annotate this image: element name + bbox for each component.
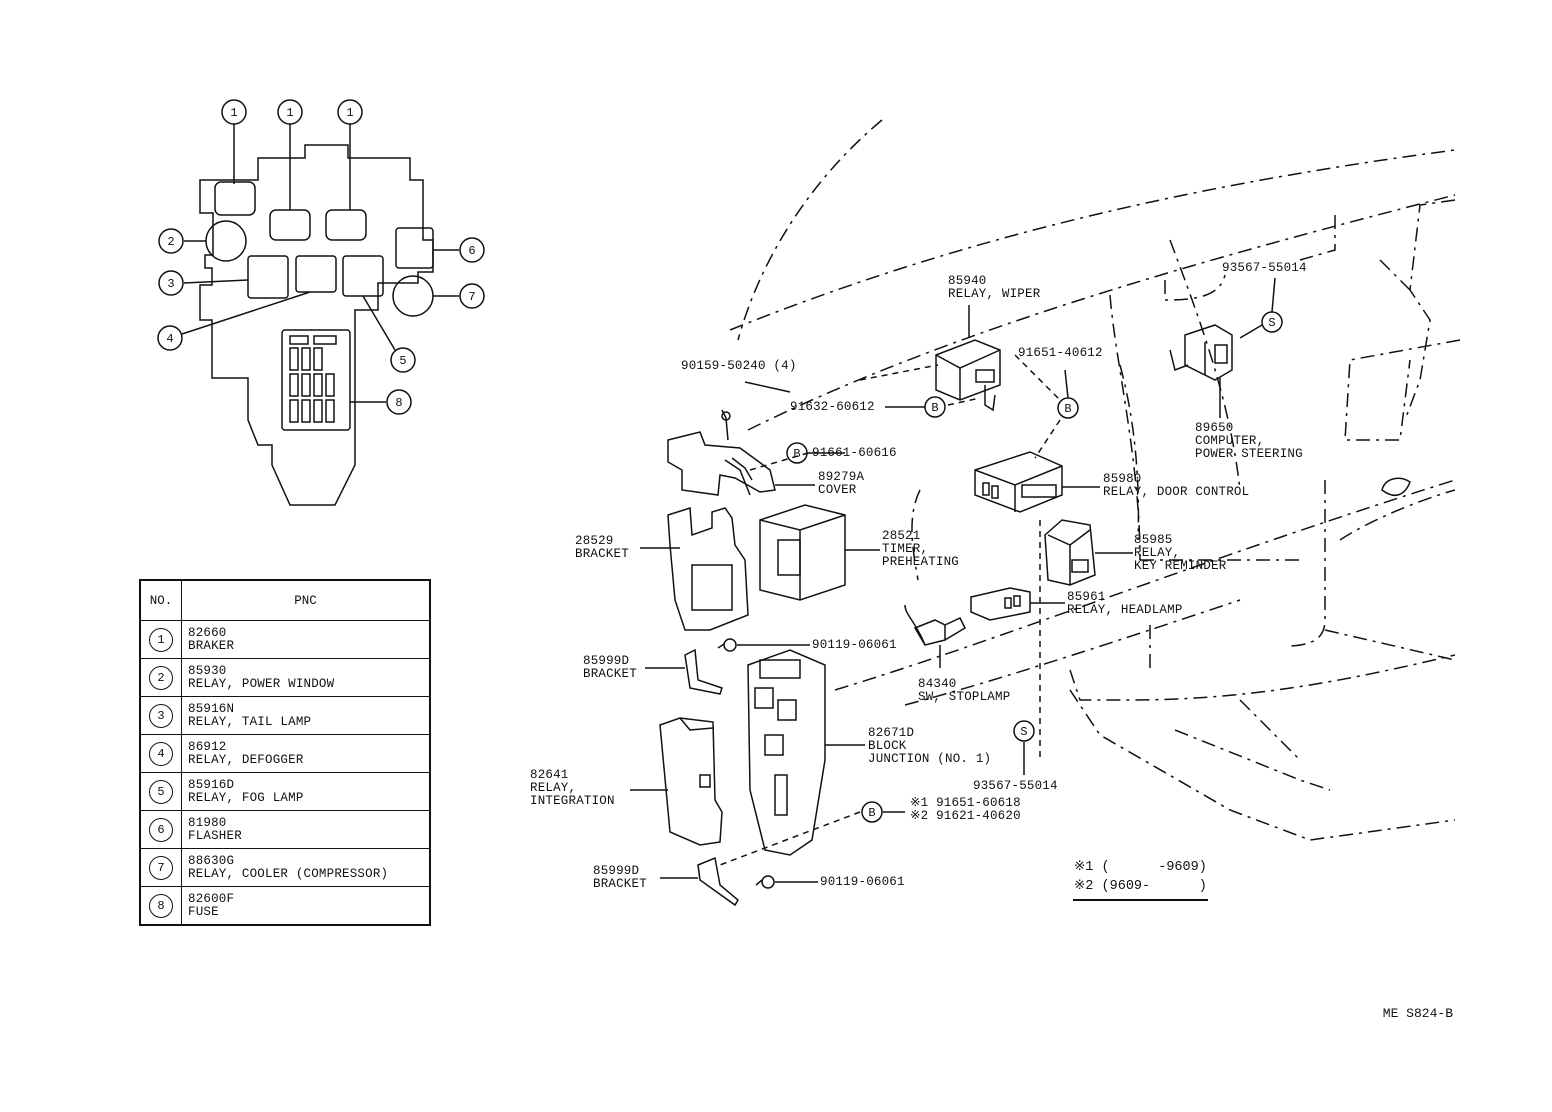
vehicle-outline [729, 119, 1461, 841]
label-84340: 84340 SW, STOPLAMP [918, 677, 1011, 704]
table-row: 7 88630G RELAY, COOLER (COMPRESSOR) [139, 848, 431, 887]
label-85961: 85961 RELAY, HEADLAMP [1067, 590, 1183, 617]
table-row: 8 82600F FUSE [139, 886, 431, 926]
row-pnc: 85916D RELAY, FOG LAMP [181, 772, 431, 811]
row-pnc: 82660 BRAKER [181, 620, 431, 659]
label-82671d: 82671D BLOCK JUNCTION (NO. 1) [868, 726, 992, 766]
label-28529: 28529 BRACKET [575, 534, 629, 561]
grommet-shape [1381, 477, 1411, 497]
callout-5: 5 [399, 354, 406, 368]
label-28521: 28521 TIMER, PREHEATING [882, 529, 960, 569]
marker-b-1: B [931, 401, 938, 415]
callout-3: 3 [167, 277, 174, 291]
label-90119-lower: 90119-06061 [820, 875, 905, 889]
leader-lines [744, 277, 1276, 813]
label-91651-40612: 91651-40612 [1018, 346, 1103, 360]
row-number: 8 [149, 893, 173, 918]
table-row: 4 86912 RELAY, DEFOGGER [139, 734, 431, 773]
bracket-85999-lower [660, 856, 739, 907]
row-number: 4 [149, 741, 173, 766]
label-91661: 91661-60616 [812, 446, 897, 460]
relay-block-overview [181, 124, 459, 506]
table-row: 2 85930 RELAY, POWER WINDOW [139, 658, 431, 697]
marker-circles [786, 311, 1283, 823]
label-93567-lower: 93567-55014 [973, 779, 1058, 793]
table-row: 1 82660 BRAKER [139, 620, 431, 659]
row-pnc: 88630G RELAY, COOLER (COMPRESSOR) [181, 848, 431, 887]
label-91651-60618: ※1 91651-60618 ※2 91621-40620 [910, 796, 1021, 823]
row-number: 1 [149, 627, 173, 652]
callout-8: 8 [395, 396, 402, 410]
callout-2: 2 [167, 235, 174, 249]
row-pnc: 85916N RELAY, TAIL LAMP [181, 696, 431, 735]
screw-90119-upper [717, 638, 810, 652]
marker-b-3: B [793, 447, 800, 461]
marker-b-4: B [868, 806, 875, 820]
relay-door-control-part [974, 451, 1100, 513]
relay-integration-part [630, 717, 723, 846]
pnc-table: NO. PNC 1 82660 BRAKER 2 85930 RELAY, POWE… [139, 579, 431, 926]
stoplamp-switch-part [904, 604, 966, 668]
row-number: 7 [149, 855, 173, 880]
callout-1b: 1 [286, 106, 293, 120]
label-85999-lower: 85999D BRACKET [593, 864, 647, 891]
relay-key-reminder-part [1044, 519, 1133, 586]
label-90119-upper: 90119-06061 [812, 638, 897, 652]
label-85940: 85940 RELAY, WIPER [948, 274, 1041, 301]
label-90159: 90159-50240 (4) [681, 359, 797, 373]
drawing-code: ME S824-B [1382, 1006, 1453, 1021]
row-pnc: 86912 RELAY, DEFOGGER [181, 734, 431, 773]
timer-preheating-part [759, 504, 880, 601]
label-89650: 89650 COMPUTER, POWER STEERING [1195, 421, 1303, 461]
screw-90119-lower [755, 875, 818, 889]
computer-power-steering-part [1169, 324, 1263, 418]
marker-s-1: S [1268, 316, 1275, 330]
label-93567-upper: 93567-55014 [1222, 261, 1307, 275]
cover-part [667, 409, 815, 496]
install-lines [719, 354, 1061, 866]
label-85999d: 85999D BRACKET [583, 654, 637, 681]
callout-6: 6 [468, 244, 475, 258]
table-row: 3 85916N RELAY, TAIL LAMP [139, 696, 431, 735]
label-85980: 85980 RELAY, DOOR CONTROL [1103, 472, 1250, 499]
table-row: 5 85916D RELAY, FOG LAMP [139, 772, 431, 811]
marker-s-2: S [1020, 725, 1027, 739]
date-legend: ※1 ( -9609) ※2 (9609- ) [1074, 860, 1207, 894]
label-85985: 85985 RELAY, KEY REMINDER [1134, 533, 1227, 573]
header-no: NO. [139, 579, 182, 621]
row-number: 6 [149, 817, 173, 842]
header-pnc: PNC [181, 579, 431, 621]
row-pnc: 82600F FUSE [181, 886, 431, 926]
row-number: 3 [149, 703, 173, 728]
bracket-85999d-part [645, 648, 723, 695]
label-91632: 91632-60612 [790, 400, 875, 414]
label-89279a: 89279A COVER [818, 470, 865, 497]
relay-headlamp-part [970, 587, 1065, 621]
row-number: 5 [149, 779, 173, 804]
bracket-28529-part [640, 506, 749, 631]
relay-wiper-part [935, 305, 1001, 412]
table-row: 6 81980 FLASHER [139, 810, 431, 849]
row-pnc: 85930 RELAY, POWER WINDOW [181, 658, 431, 697]
label-82641: 82641 RELAY, INTEGRATION [530, 768, 615, 808]
row-pnc: 81980 FLASHER [181, 810, 431, 849]
callout-1a: 1 [230, 106, 237, 120]
callout-4: 4 [166, 332, 173, 346]
fuse-callouts [157, 99, 485, 415]
row-number: 2 [149, 665, 173, 690]
callout-1c: 1 [346, 106, 353, 120]
marker-b-2: B [1064, 402, 1071, 416]
legend-underline [1073, 899, 1208, 901]
table-header: NO. PNC [139, 579, 431, 621]
junction-block-part [747, 649, 865, 856]
callout-7: 7 [468, 290, 475, 304]
